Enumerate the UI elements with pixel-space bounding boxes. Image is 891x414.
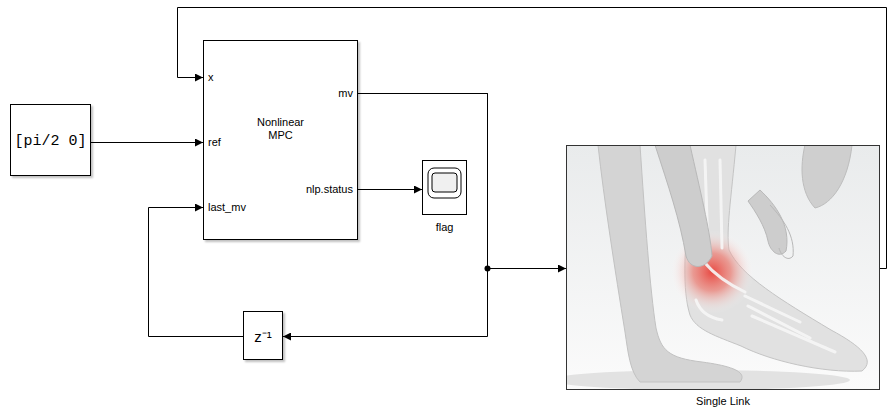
port-label: nlp.status: [306, 183, 353, 196]
constant-value: [pi/2 0]: [14, 135, 86, 148]
constant-block: [pi/2 0]: [10, 104, 91, 176]
scope-icon: [428, 168, 461, 198]
unit-delay-block: z⁻¹: [243, 311, 283, 360]
port-label: mv: [338, 87, 353, 100]
block-name: Single Link: [696, 395, 750, 408]
signal-line: [358, 189, 422, 190]
delay-symbol: z⁻¹: [254, 330, 272, 343]
signal-line: [178, 8, 887, 269]
signal-line: [91, 142, 203, 143]
port-label: ref: [208, 136, 221, 149]
port-label: last_mv: [208, 201, 246, 214]
plant-block: Single Link: [566, 145, 880, 390]
signal-line: [358, 94, 566, 269]
port-label: x: [208, 71, 214, 84]
mpc-block: x mvNonlinear MPC ref nlp.status last_mv: [203, 40, 358, 240]
block-name: flag: [436, 221, 454, 234]
scope-block: flag: [422, 160, 467, 215]
junction-dot: [485, 266, 491, 272]
block-title: Nonlinear MPC: [249, 116, 313, 142]
ankle-photo: [567, 146, 879, 389]
